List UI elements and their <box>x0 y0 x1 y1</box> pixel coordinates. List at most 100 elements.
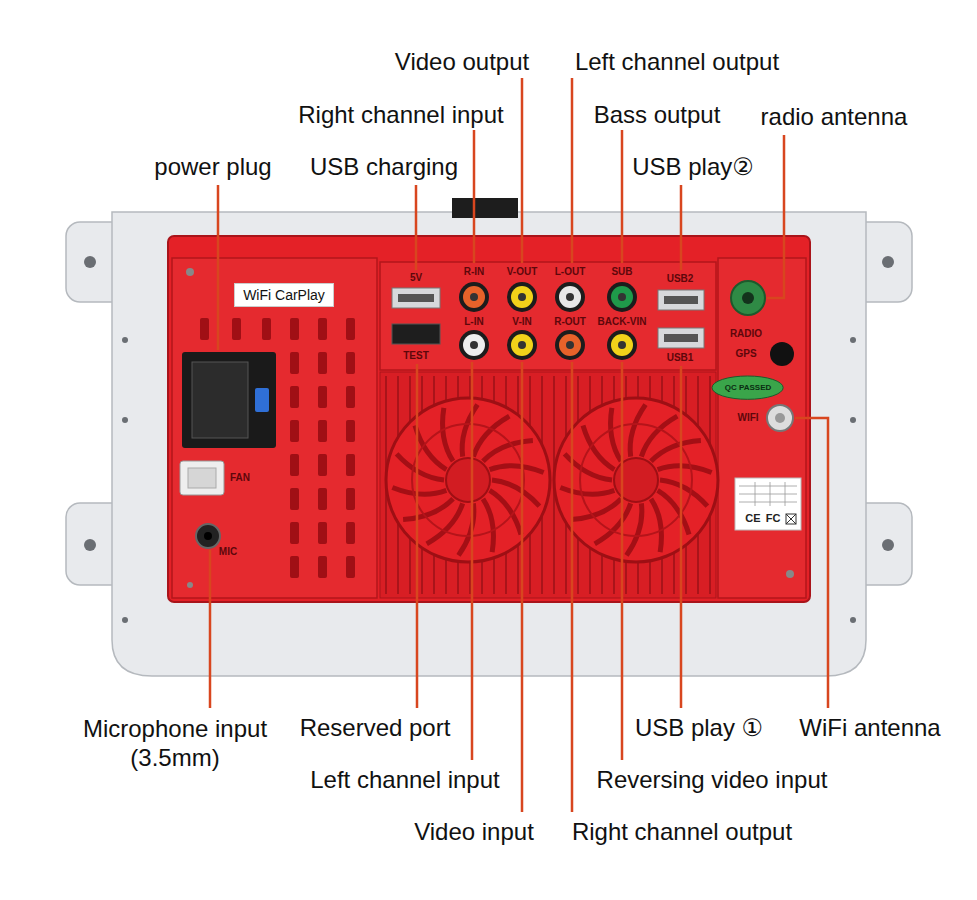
callout-label: Bass output <box>592 101 723 130</box>
leader-line <box>621 130 624 263</box>
leader-line <box>471 362 474 760</box>
callout-label: Video output <box>393 48 531 77</box>
fan-blade <box>403 499 453 520</box>
rca-pin <box>566 341 574 349</box>
panel-marking: GPS <box>735 348 756 360</box>
bracket-hole <box>850 337 856 343</box>
rca-jack <box>555 282 585 312</box>
rca-ring <box>611 334 633 356</box>
screw <box>187 582 193 588</box>
product-sticker: WiFi CarPlay <box>234 283 334 307</box>
vent-slot <box>346 488 355 510</box>
radio-socket-hole <box>742 292 754 304</box>
bracket-hole <box>850 617 856 623</box>
panel-marking: RADIO <box>730 328 762 340</box>
usb-port <box>658 328 704 348</box>
leader-line <box>209 550 212 708</box>
bracket-hole <box>84 256 96 268</box>
vent-slot <box>318 522 327 544</box>
rca-ring <box>463 286 485 308</box>
rca-body <box>459 330 489 360</box>
fan-blade <box>651 440 701 461</box>
fan-blade <box>443 408 453 461</box>
bin-symbol <box>786 514 796 524</box>
rca-jack <box>607 330 637 360</box>
vent-slot <box>346 420 355 442</box>
panel-marking: FC <box>766 512 781 525</box>
panel-marking: V-OUT <box>507 266 538 278</box>
leader-line <box>521 78 524 263</box>
panel-marking: L-IN <box>464 316 483 328</box>
table-line <box>739 502 797 503</box>
leader-line <box>767 135 784 298</box>
radio-socket <box>731 281 765 315</box>
vent-slot <box>290 420 299 442</box>
vent-slot <box>346 352 355 374</box>
rca-pin <box>470 341 478 349</box>
spec-sticker <box>735 478 801 530</box>
fan-socket <box>188 468 216 488</box>
vent-slot <box>346 454 355 476</box>
screw <box>186 268 194 276</box>
fan-blade <box>490 466 544 473</box>
vent-slot <box>346 386 355 408</box>
rca-pin <box>470 293 478 301</box>
usb-port <box>658 290 704 310</box>
vent-slot <box>290 318 299 340</box>
leader-line <box>680 366 683 708</box>
fan-blade <box>658 466 712 473</box>
vent-slot <box>318 454 327 476</box>
callout-label: Right channel input <box>296 101 505 130</box>
panel-marking: TEST <box>403 350 429 362</box>
port-panel <box>380 262 716 370</box>
callout-label: Left channel output <box>573 48 781 77</box>
bin-symbol-cross <box>786 514 796 524</box>
panel-marking: BACK-VIN <box>598 316 647 328</box>
rca-jack <box>507 330 537 360</box>
fan-rim <box>386 398 550 562</box>
connector-socket <box>192 362 248 438</box>
vent-slot <box>346 556 355 578</box>
qc-badge: QC PASSED <box>711 375 784 400</box>
power-connector <box>182 352 276 448</box>
power-panel <box>172 258 377 598</box>
usb-port <box>392 288 440 308</box>
panel-marking: FAN <box>230 472 250 484</box>
leader-line <box>571 362 574 812</box>
leader-line <box>217 185 220 350</box>
rca-body <box>607 282 637 312</box>
vent-slot <box>200 318 209 340</box>
bracket-hole <box>122 337 128 343</box>
cooling-fans <box>386 398 718 562</box>
fan-blade <box>560 487 614 494</box>
fan-blade <box>397 454 444 480</box>
vent-slot <box>290 386 299 408</box>
panel-marking: CE <box>745 512 760 525</box>
callout-label: Microphone input (3.5mm) <box>78 715 272 773</box>
fan <box>554 398 718 562</box>
panel-marking: SUB <box>611 266 632 278</box>
screw <box>786 570 794 578</box>
panel-marking: USB2 <box>667 273 694 285</box>
antenna-panel <box>718 258 806 598</box>
bracket-plate <box>112 212 866 676</box>
gps-hole <box>770 342 794 366</box>
rca-ring <box>511 286 533 308</box>
leader-lines <box>210 78 828 812</box>
table-line <box>770 482 771 506</box>
rca-jack <box>507 282 537 312</box>
leader-line <box>416 364 419 708</box>
fan-hub <box>614 458 658 502</box>
node-text: WiFi CarPlay <box>243 287 325 303</box>
panel-marking: WIFI <box>737 412 758 424</box>
rca-ring <box>611 286 633 308</box>
callout-label: power plug <box>152 153 273 182</box>
callout-label: USB charging <box>308 153 460 182</box>
rca-body <box>459 282 489 312</box>
vent-slot <box>318 386 327 408</box>
red-housing <box>168 236 810 602</box>
fan-blade <box>651 499 661 552</box>
badge-ellipse <box>712 376 783 399</box>
rca-pin <box>618 293 626 301</box>
rca-ring <box>463 334 485 356</box>
